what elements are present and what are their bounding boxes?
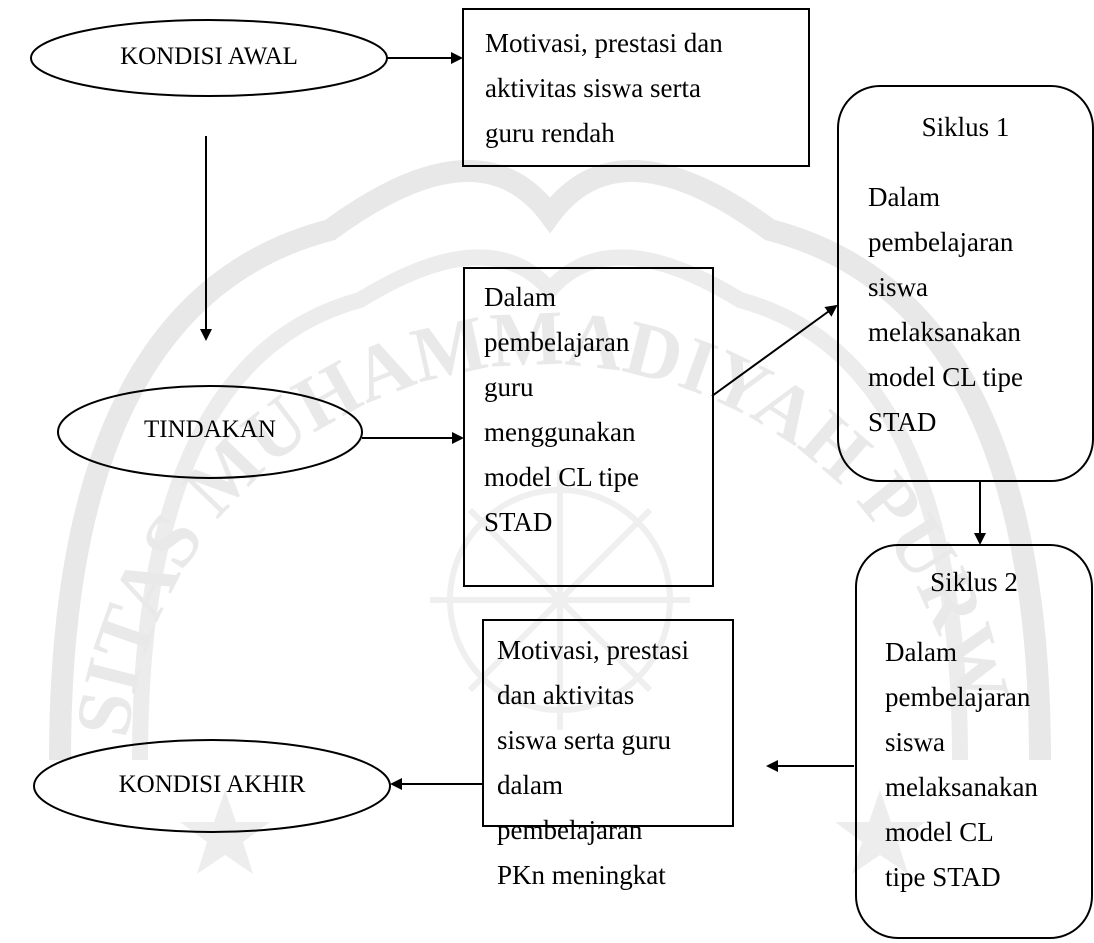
box-cycle-1: [837, 85, 1094, 482]
cycle-1-body: Dalam pembelajaran siswa melaksanakan mo…: [868, 182, 1023, 437]
box-cycle-2: [855, 544, 1093, 939]
box-teacher-action: [463, 267, 714, 587]
arrow-teacher-to-cycle1: [711, 304, 838, 397]
box-final-state: [482, 619, 734, 827]
oval-action-label: TINDAKAN: [144, 416, 276, 443]
watermark-center-emblem: [430, 470, 690, 730]
watermark-star-icon: [835, 790, 925, 874]
box-final-state-text: Motivasi, prestasi dan aktivitas siswa s…: [497, 635, 689, 890]
watermark-outline: [49, 159, 1051, 761]
oval-final-label: KONDISI AKHIR: [118, 771, 306, 798]
cycle-1-title: Siklus 1: [921, 112, 1010, 142]
oval-action: [57, 385, 363, 479]
cycle-2-title: Siklus 2: [930, 567, 1018, 597]
cycle-2-body: Dalam pembelajaran siswa melaksanakan mo…: [885, 637, 1038, 892]
box-initial-state-text: Motivasi, prestasi dan aktivitas siswa s…: [485, 28, 723, 148]
watermark-inner-outline: [132, 249, 968, 761]
box-teacher-action-text: Dalam pembelajaran guru menggunakan mode…: [484, 282, 639, 537]
box-initial-state: [462, 8, 810, 167]
oval-initial-label: KONDISI AWAL: [120, 43, 298, 70]
